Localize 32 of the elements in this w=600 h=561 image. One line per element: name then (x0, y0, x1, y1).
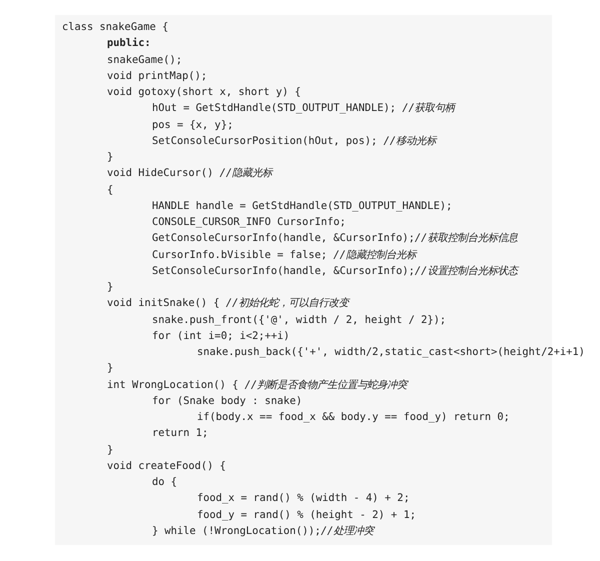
code-line: for (int i=0; i<2;++i) (152, 330, 290, 343)
code-line: } while (!WrongLocation());//处理冲突 (152, 524, 374, 538)
code-line: public: (107, 37, 151, 50)
code-line: } (107, 362, 114, 376)
code-line: GetConsoleCursorInfo(handle, &CursorInfo);//获取控制台光标信息 (152, 232, 518, 246)
code-line: if(body.x == food_x && body.y == food_y) return 0; (197, 411, 510, 424)
code-line: void printMap(); (107, 70, 208, 83)
code-line: pos = {x, y}; (152, 118, 234, 132)
code-line: } (107, 281, 114, 294)
code-line: HANDLE handle = GetStdHandle(STD_OUTPUT_HANDLE); (152, 200, 452, 213)
code-line: hOut = GetStdHandle(STD_OUTPUT_HANDLE); //获取句柄 (152, 102, 455, 116)
code-line: int WrongLocation() { //判断是否食物产生位置与蛇身冲突 (107, 378, 408, 392)
code-line: SetConsoleCursorInfo(handle, &CursorInfo);//设置控制台光标状态 (152, 264, 518, 278)
code-line: food_x = rand() % (width - 4) + 2; (197, 492, 410, 506)
code-line: } (107, 444, 114, 456)
code-line: snake.push_front({'@', width / 2, height / 2}); (152, 314, 446, 326)
code-line: for (Snake body : snake) (152, 394, 302, 408)
code-line: SetConsoleCursorPosition(hOut, pos); //移动光标 (152, 134, 436, 148)
code-line: snake.push_back({'+', width/2,static_cast<short>(height/2+i+1) (197, 346, 585, 359)
code-line: do { (152, 476, 178, 489)
code-line: CONSOLE_CURSOR_INFO CursorInfo; (152, 216, 346, 229)
code-line: void initSnake() { //初始化蛇，可以自行改变 (107, 297, 348, 310)
code-line: { (107, 184, 114, 196)
code-line: CursorInfo.bVisible = false; //隐藏控制台光标 (152, 248, 416, 262)
code-line: class snakeGame { (62, 21, 168, 34)
code-line: return 1; (152, 427, 208, 440)
code-line: snakeGame(); (107, 54, 182, 66)
code-line: void HideCursor() //隐藏光标 (107, 167, 272, 180)
code-line: void createFood() { (107, 460, 226, 473)
code-line: } (107, 151, 114, 164)
code-line: food_y = rand() % (height - 2) + 1; (197, 508, 416, 522)
code-line: void gotoxy(short x, short y) { (107, 86, 301, 99)
